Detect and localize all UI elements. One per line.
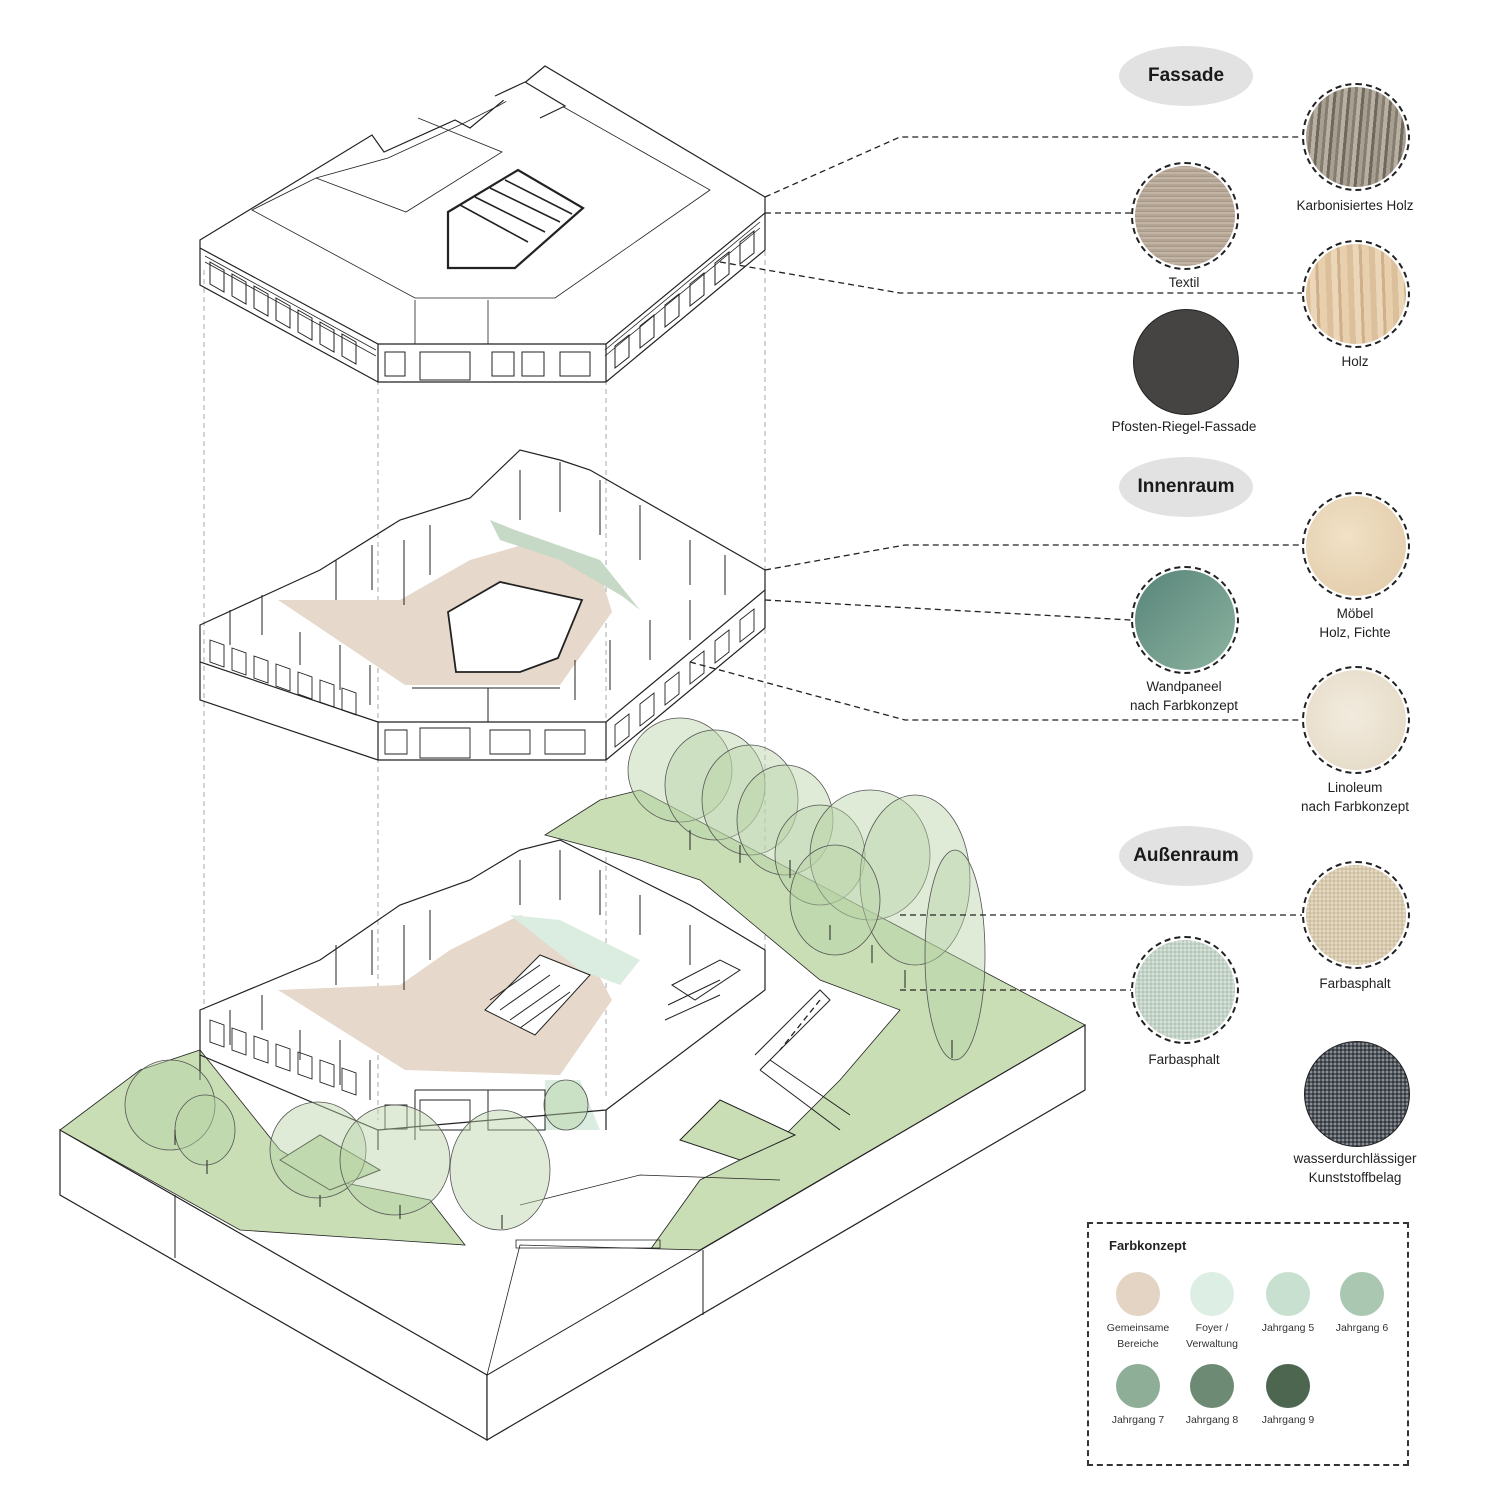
swatch-kunststoff [1304, 1041, 1410, 1147]
label-holz: Holz [1341, 354, 1369, 369]
legend-label-jahrgang-9: Jahrgang 9 [1261, 1414, 1315, 1426]
swatch-farbasphalt-warm [1306, 865, 1406, 965]
ground-level-building [199, 839, 766, 1150]
site-base [59, 789, 1086, 1442]
roof-level [199, 65, 766, 383]
interior-walls [229, 462, 726, 722]
section-aussenraum: Außenraum [1119, 826, 1253, 886]
label-wandpaneel-line2: nach Farbkonzept [1129, 698, 1239, 713]
swatch-textil [1135, 166, 1235, 266]
label-wandpaneel-line1: Wandpaneel [1146, 679, 1222, 694]
legend-dot-foyer [1190, 1272, 1234, 1316]
legend-dot-jahrgang-5 [1266, 1272, 1310, 1316]
legend-label-jahrgang-8: Jahrgang 8 [1185, 1414, 1239, 1426]
legend-dot-gemeinsame-bereiche [1116, 1272, 1160, 1316]
legend-label-gemeinsame-line1: Gemeinsame [1106, 1322, 1170, 1334]
section-innenraum: Innenraum [1119, 457, 1253, 517]
legend-dot-jahrgang-6 [1340, 1272, 1384, 1316]
swatch-moebel [1306, 496, 1406, 596]
legend-dot-jahrgang-9 [1266, 1364, 1310, 1408]
legend-dot-jahrgang-8 [1190, 1364, 1234, 1408]
label-pfosten-riegel: Pfosten-Riegel-Fassade [1111, 419, 1257, 434]
label-textil: Textil [1168, 275, 1200, 290]
label-moebel-line2: Holz, Fichte [1319, 625, 1391, 640]
legend-label-jahrgang-5: Jahrgang 5 [1261, 1322, 1315, 1334]
swatch-pfosten-riegel [1133, 309, 1239, 415]
swatch-ring-moebel [1302, 492, 1410, 600]
label-farbasphalt-2: Farbasphalt [1148, 1052, 1220, 1067]
legend-label-foyer-line2: Verwaltung [1186, 1338, 1238, 1350]
label-linoleum-line2: nach Farbkonzept [1300, 799, 1410, 814]
label-farbasphalt-1: Farbasphalt [1319, 976, 1391, 991]
label-kunststoff-line2: Kunststoffbelag [1308, 1170, 1402, 1185]
swatch-karbonisiertes-holz [1306, 87, 1406, 187]
swatch-ring-holz [1302, 240, 1410, 348]
legend-label-gemeinsame-line2: Bereiche [1117, 1338, 1159, 1350]
swatch-wandpaneel [1135, 570, 1235, 670]
legend-label-foyer-line1: Foyer / [1195, 1322, 1229, 1334]
label-moebel-line1: Möbel [1336, 606, 1374, 621]
swatch-ring-linoleum [1302, 666, 1410, 774]
section-fassade: Fassade [1119, 46, 1253, 106]
interior-level [199, 449, 766, 761]
interior-windows [209, 608, 755, 759]
tree-trunks [174, 830, 953, 1229]
roof-windows [209, 229, 755, 381]
label-linoleum-line1: Linoleum [1327, 780, 1383, 795]
swatch-linoleum [1306, 670, 1406, 770]
label-kunststoff-line1: wasserdurchlässiger [1293, 1151, 1417, 1166]
legend-title: Farbkonzept [1109, 1238, 1187, 1253]
swatch-holz [1306, 244, 1406, 344]
leader-lines [689, 136, 1302, 1051]
legend-label-jahrgang-6: Jahrgang 6 [1335, 1322, 1389, 1334]
skylight [446, 168, 585, 270]
farbkonzept-legend: Farbkonzept Gemeinsame Bereiche Foyer / … [1087, 1222, 1409, 1466]
swatch-ring-farbasphalt-green [1131, 936, 1239, 1044]
legend-label-jahrgang-7: Jahrgang 7 [1111, 1414, 1165, 1426]
swatch-ring-farbasphalt-warm [1302, 861, 1410, 969]
label-karbonisiertes-holz: Karbonisiertes Holz [1296, 198, 1414, 213]
legend-dot-jahrgang-7 [1116, 1364, 1160, 1408]
swatch-ring-textil [1131, 162, 1239, 270]
swatch-farbasphalt-green [1135, 940, 1235, 1040]
trees [124, 717, 986, 1231]
swatch-ring-wandpaneel [1131, 566, 1239, 674]
swatch-ring-karbonisiertes-holz [1302, 83, 1410, 191]
